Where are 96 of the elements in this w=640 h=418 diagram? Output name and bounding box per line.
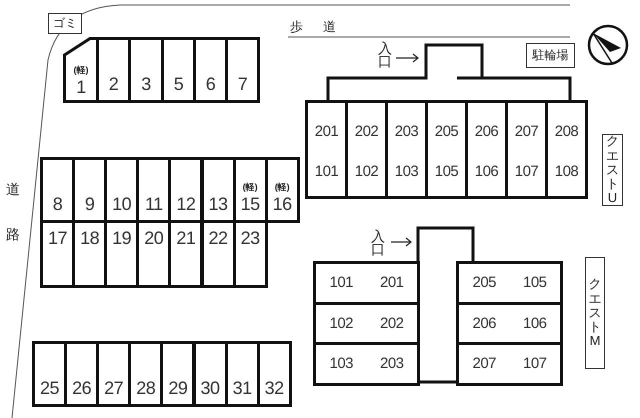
building-name: クエストU bbox=[606, 134, 619, 206]
space-number: 8 bbox=[52, 195, 62, 213]
space-number: 1 bbox=[76, 78, 86, 96]
building-name: クエストM bbox=[588, 277, 602, 349]
space-number: 17 bbox=[48, 229, 68, 247]
space-number: 26 bbox=[72, 379, 92, 397]
unit-number: 208 bbox=[554, 122, 578, 140]
space-number: 12 bbox=[176, 195, 196, 213]
space-number: 21 bbox=[176, 229, 196, 247]
unit-number: 101 bbox=[329, 274, 354, 292]
unit-block bbox=[385, 100, 428, 199]
sign-box bbox=[526, 43, 575, 68]
unit-number: 106 bbox=[474, 163, 498, 180]
parking-space bbox=[161, 37, 196, 103]
unit-block bbox=[456, 342, 563, 386]
building-name-box bbox=[602, 134, 623, 206]
unit-number: 103 bbox=[329, 355, 354, 372]
unit-block bbox=[505, 100, 548, 199]
unit-block bbox=[313, 261, 420, 304]
space-number: 2 bbox=[108, 75, 118, 93]
parking-space bbox=[96, 37, 131, 103]
space-number: 30 bbox=[200, 379, 220, 397]
parking-space bbox=[32, 341, 67, 407]
unit-block bbox=[545, 100, 588, 199]
sign-box bbox=[48, 13, 82, 34]
building-name-box bbox=[585, 257, 605, 369]
unit-number: 203 bbox=[394, 122, 418, 140]
parking-space bbox=[192, 341, 228, 407]
unit-number: 206 bbox=[472, 314, 496, 332]
space-number: 5 bbox=[174, 75, 184, 93]
unit-number: 207 bbox=[514, 122, 538, 140]
sign-text: ゴミ bbox=[53, 15, 77, 32]
space-number: 19 bbox=[112, 229, 132, 247]
unit-block bbox=[313, 342, 420, 386]
parking-space bbox=[200, 220, 236, 288]
unit-block bbox=[456, 261, 563, 304]
space-number: 9 bbox=[84, 195, 94, 213]
unit-number: 105 bbox=[522, 274, 547, 292]
unit-number: 201 bbox=[314, 122, 338, 140]
space-note: (軽) bbox=[274, 183, 290, 192]
unit-number: 107 bbox=[522, 355, 547, 372]
parking-space bbox=[168, 157, 204, 223]
unit-block bbox=[345, 100, 388, 199]
space-number: 7 bbox=[238, 75, 248, 93]
space-number: 6 bbox=[206, 75, 216, 93]
parking-space bbox=[63, 37, 99, 103]
parking-space bbox=[168, 220, 204, 288]
unit-number: 107 bbox=[514, 163, 538, 180]
space-number: 28 bbox=[136, 379, 156, 397]
space-number: 11 bbox=[144, 195, 163, 213]
unit-number: 103 bbox=[394, 163, 418, 180]
unit-number: 202 bbox=[380, 314, 404, 332]
area-label: 入口 bbox=[378, 42, 392, 69]
unit-number: 206 bbox=[474, 122, 498, 140]
space-number: 31 bbox=[232, 379, 252, 397]
space-number: 15 bbox=[240, 195, 260, 213]
unit-block bbox=[465, 100, 508, 199]
parking-space bbox=[40, 220, 75, 288]
unit-number: 102 bbox=[329, 314, 354, 332]
unit-number: 205 bbox=[472, 274, 496, 292]
space-number: 13 bbox=[208, 195, 228, 213]
unit-block bbox=[425, 100, 468, 199]
parking-space bbox=[160, 341, 196, 407]
parking-space bbox=[40, 157, 75, 223]
unit-number: 106 bbox=[522, 314, 547, 332]
parking-space bbox=[200, 157, 236, 223]
space-number: 16 bbox=[272, 195, 292, 213]
unit-block bbox=[305, 100, 348, 199]
unit-number: 203 bbox=[380, 355, 404, 372]
area-label: 歩道 bbox=[290, 18, 356, 36]
space-number: 20 bbox=[144, 229, 164, 247]
space-note: (軽) bbox=[74, 66, 88, 75]
parking-space bbox=[225, 37, 260, 103]
unit-number: 207 bbox=[472, 355, 496, 372]
unit-number: 201 bbox=[380, 274, 404, 292]
space-number: 32 bbox=[264, 379, 284, 397]
space-number: 25 bbox=[40, 379, 60, 397]
unit-number: 101 bbox=[314, 163, 338, 180]
parking-space bbox=[128, 37, 164, 103]
area-label: 入口 bbox=[371, 230, 385, 257]
space-number: 22 bbox=[208, 229, 228, 247]
parking-space bbox=[193, 37, 228, 103]
space-number: 23 bbox=[240, 229, 260, 247]
unit-number: 105 bbox=[434, 163, 458, 180]
space-number: 3 bbox=[141, 75, 151, 93]
area-label: 道路 bbox=[6, 180, 20, 244]
space-number: 18 bbox=[80, 229, 100, 247]
space-number: 29 bbox=[168, 379, 188, 397]
unit-number: 202 bbox=[354, 122, 378, 140]
unit-number: 102 bbox=[354, 163, 378, 180]
sign-text: 駐輪場 bbox=[532, 47, 568, 64]
space-number: 10 bbox=[112, 195, 132, 213]
space-note: (軽) bbox=[242, 183, 258, 192]
unit-number: 108 bbox=[554, 163, 578, 180]
space-number: 27 bbox=[104, 379, 124, 397]
unit-number: 205 bbox=[434, 122, 458, 140]
